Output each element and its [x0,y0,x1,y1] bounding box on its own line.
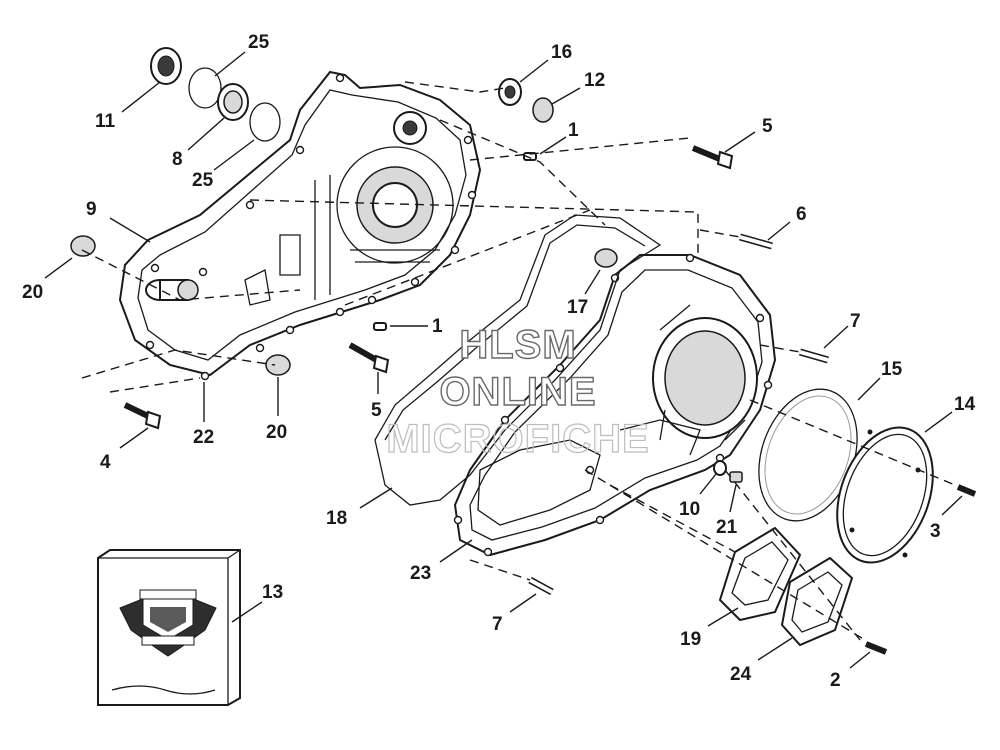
part-label-25-top: 25 [248,32,270,53]
dowel-pin-top [523,152,537,161]
plug-21 [729,471,743,483]
bolt-5-top [691,145,734,170]
screw-7-bottom [528,576,554,596]
part-label-1-mid: 1 [432,316,443,337]
part-label-23: 23 [410,563,431,584]
bearing-8 [217,83,249,121]
bushing-17 [594,248,618,268]
part-label-20-bottom: 20 [266,422,287,443]
inspection-cover [780,556,854,647]
part-label-12: 12 [584,70,605,91]
retaining-ring-bottom [249,102,281,142]
bushing-12 [532,97,554,123]
part-label-16: 16 [551,42,572,63]
bearing-11 [150,47,182,85]
dowel-pin-mid [373,322,387,331]
part-label-6: 6 [796,204,807,225]
part-label-2: 2 [830,670,841,691]
leader-lines [44,51,963,669]
watermark-line-3: MICROFICHE [386,417,649,461]
screw-6 [739,233,773,250]
part-label-11: 11 [95,111,116,132]
bar-and-shield-logo [119,589,217,657]
derby-cover [836,426,934,564]
part-label-21: 21 [716,517,738,538]
part-label-3: 3 [930,521,941,542]
part-label-25-bottom: 25 [192,170,214,191]
part-label-13: 13 [262,582,283,603]
part-label-7-bottom: 7 [492,614,503,635]
part-label-22: 22 [193,427,214,448]
part-label-4: 4 [100,452,111,473]
part-label-1-top: 1 [568,120,579,141]
o-ring-10 [713,460,727,476]
bushing-20-bottom [265,354,291,376]
part-label-9: 9 [86,199,97,220]
part-label-19: 19 [680,629,701,650]
watermark-line-1: HLSM [459,323,576,367]
watermark-line-2: ONLINE [439,370,596,414]
retaining-ring-top [188,67,222,109]
part-label-20-left: 20 [22,282,43,303]
bolt-5-bottom [348,342,390,374]
screw-2 [864,641,888,655]
parts-catalog-book [97,549,241,706]
bushing-20-top [70,235,96,257]
part-label-17: 17 [567,297,588,318]
screw-3 [956,484,977,497]
inner-primary-cover [118,70,482,381]
part-label-8: 8 [172,149,183,170]
outer-primary-cover [453,253,777,557]
part-label-24: 24 [730,664,752,685]
assembly-lines [81,81,956,641]
part-label-5-top: 5 [762,116,773,137]
part-label-7-top: 7 [850,311,861,332]
part-label-5-bottom: 5 [371,400,382,421]
part-label-14: 14 [954,394,976,415]
gasket [374,214,662,506]
part-label-15: 15 [881,359,903,380]
screw-7-top [799,348,829,364]
part-label-10: 10 [679,499,700,520]
part-label-18: 18 [326,508,347,529]
bolt-4 [123,402,162,430]
